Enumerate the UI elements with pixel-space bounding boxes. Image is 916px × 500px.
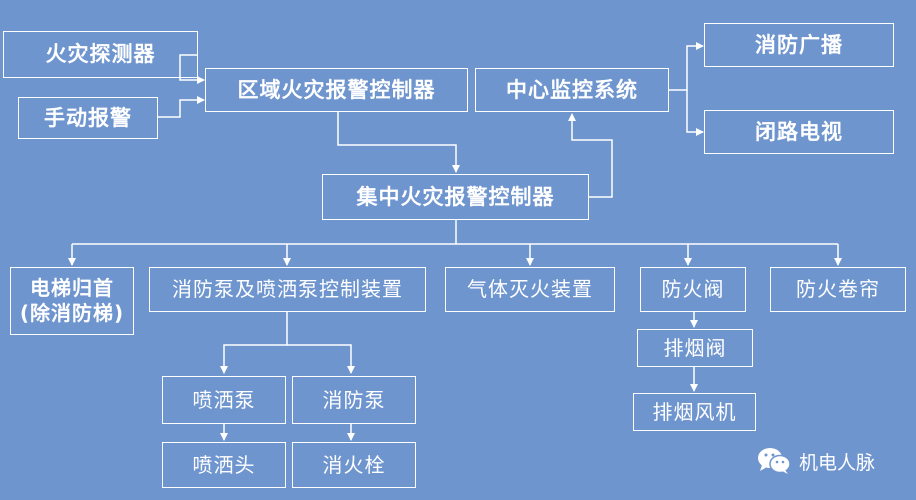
- node-central-monitor-label: 中心监控系统: [506, 77, 638, 102]
- node-fire-valve-label: 防火阀: [661, 277, 725, 301]
- edge-to-fire-pump: [287, 344, 355, 374]
- node-fire-broadcast: 消防广播: [704, 23, 894, 67]
- node-elevator-label-line2: (除消防梯): [19, 301, 125, 325]
- node-fire-valve: 防火阀: [640, 267, 746, 312]
- node-sprinkler-head: 喷洒头: [162, 442, 286, 488]
- node-sprinkler-pump-label: 喷洒泵: [192, 387, 256, 412]
- edge-central-to-monitor: [568, 113, 613, 198]
- node-elevator-label-line1: 电梯归首: [30, 276, 114, 300]
- node-area-controller: 区域火灾报警控制器: [205, 68, 468, 112]
- node-gas-extinguish-label: 气体灭火装置: [467, 277, 593, 301]
- node-fire-detector-label: 火灾探测器: [45, 42, 156, 67]
- node-fire-pump-label: 消防泵: [322, 387, 386, 412]
- edge-area-to-central: [337, 112, 460, 173]
- node-manual-alarm-label: 手动报警: [44, 105, 132, 130]
- node-smoke-valve-label: 排烟阀: [663, 335, 727, 360]
- node-central-controller-label: 集中火灾报警控制器: [356, 184, 555, 209]
- node-sprinkler-pump: 喷洒泵: [162, 376, 286, 424]
- node-smoke-fan-label: 排烟风机: [652, 399, 737, 424]
- watermark-text: 机电人脉: [799, 451, 876, 474]
- edge-monitor-to-cctv: [686, 90, 704, 136]
- node-gas-extinguish: 气体灭火装置: [445, 267, 615, 312]
- node-fire-broadcast-label: 消防广播: [755, 32, 843, 57]
- node-fire-detector: 火灾探测器: [3, 31, 198, 78]
- edge-monitor-to-broadcast: [669, 42, 704, 91]
- node-fire-shutter: 防火卷帘: [770, 267, 906, 312]
- node-sprinkler-head-label: 喷洒头: [192, 452, 256, 477]
- edge-pump-control-split: [220, 312, 288, 374]
- node-elevator: 电梯归首 (除消防梯): [10, 267, 134, 335]
- node-manual-alarm: 手动报警: [18, 97, 158, 139]
- node-smoke-fan: 排烟风机: [633, 393, 756, 431]
- node-hydrant: 消火栓: [292, 442, 416, 488]
- node-smoke-valve: 排烟阀: [637, 329, 753, 367]
- node-pump-control-label: 消防泵及喷洒泵控制装置: [172, 277, 403, 301]
- node-area-controller-label: 区域火灾报警控制器: [237, 77, 436, 102]
- node-pump-control: 消防泵及喷洒泵控制装置: [149, 267, 426, 312]
- edge-detector-to-area: [179, 54, 205, 84]
- node-fire-shutter-label: 防火卷帘: [796, 277, 880, 301]
- node-central-monitor: 中心监控系统: [475, 68, 669, 112]
- watermark: 机电人脉: [757, 447, 875, 475]
- edge-manual-to-area: [158, 96, 205, 118]
- wechat-icon: [758, 448, 791, 474]
- node-cctv: 闭路电视: [704, 110, 894, 154]
- node-hydrant-label: 消火栓: [322, 452, 386, 477]
- node-central-controller: 集中火灾报警控制器: [322, 174, 589, 220]
- node-cctv-label: 闭路电视: [755, 119, 843, 144]
- node-fire-pump: 消防泵: [292, 376, 416, 424]
